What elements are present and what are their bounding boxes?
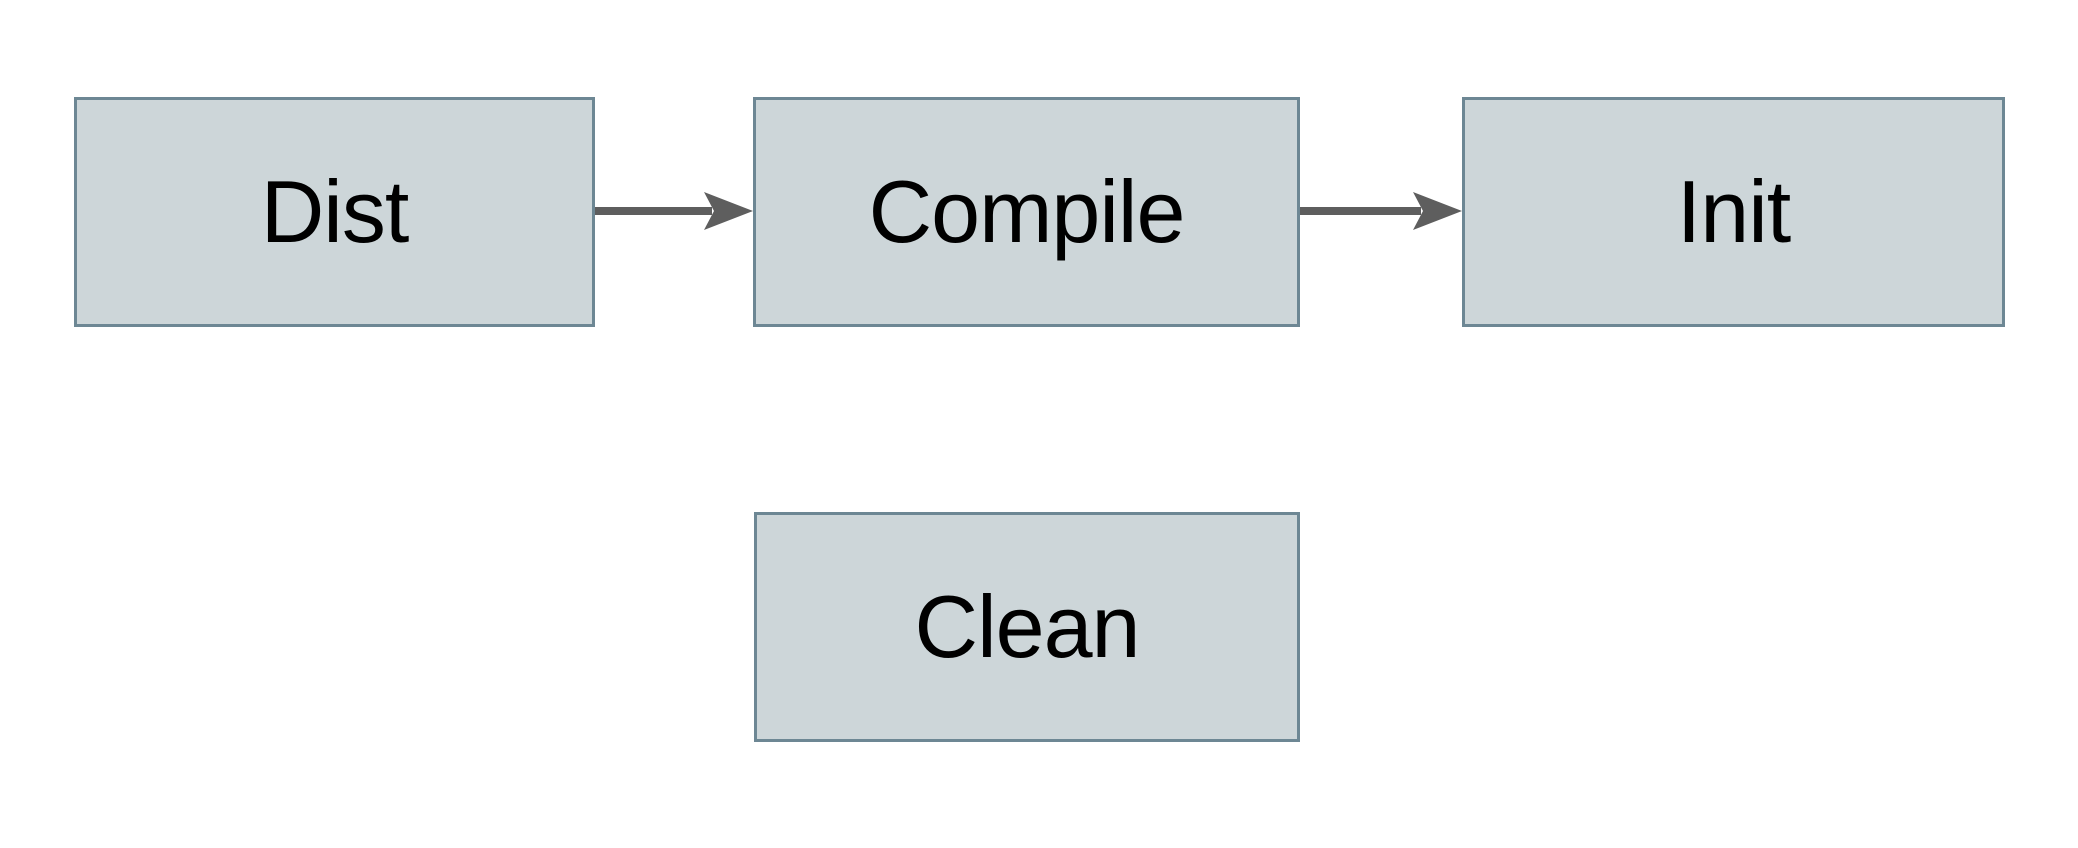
node-compile[interactable]: Compile: [753, 97, 1300, 327]
edge-dist-to-compile: [595, 192, 753, 230]
node-dist[interactable]: Dist: [74, 97, 595, 327]
node-label: Dist: [260, 162, 410, 261]
node-label: Init: [1676, 162, 1791, 261]
node-label: Compile: [868, 162, 1186, 261]
arrowhead-icon: [1413, 192, 1462, 230]
node-label: Clean: [914, 577, 1141, 676]
edge-compile-to-init: [1300, 192, 1462, 230]
arrowhead-icon: [704, 192, 753, 230]
node-clean[interactable]: Clean: [754, 512, 1300, 742]
node-init[interactable]: Init: [1462, 97, 2005, 327]
